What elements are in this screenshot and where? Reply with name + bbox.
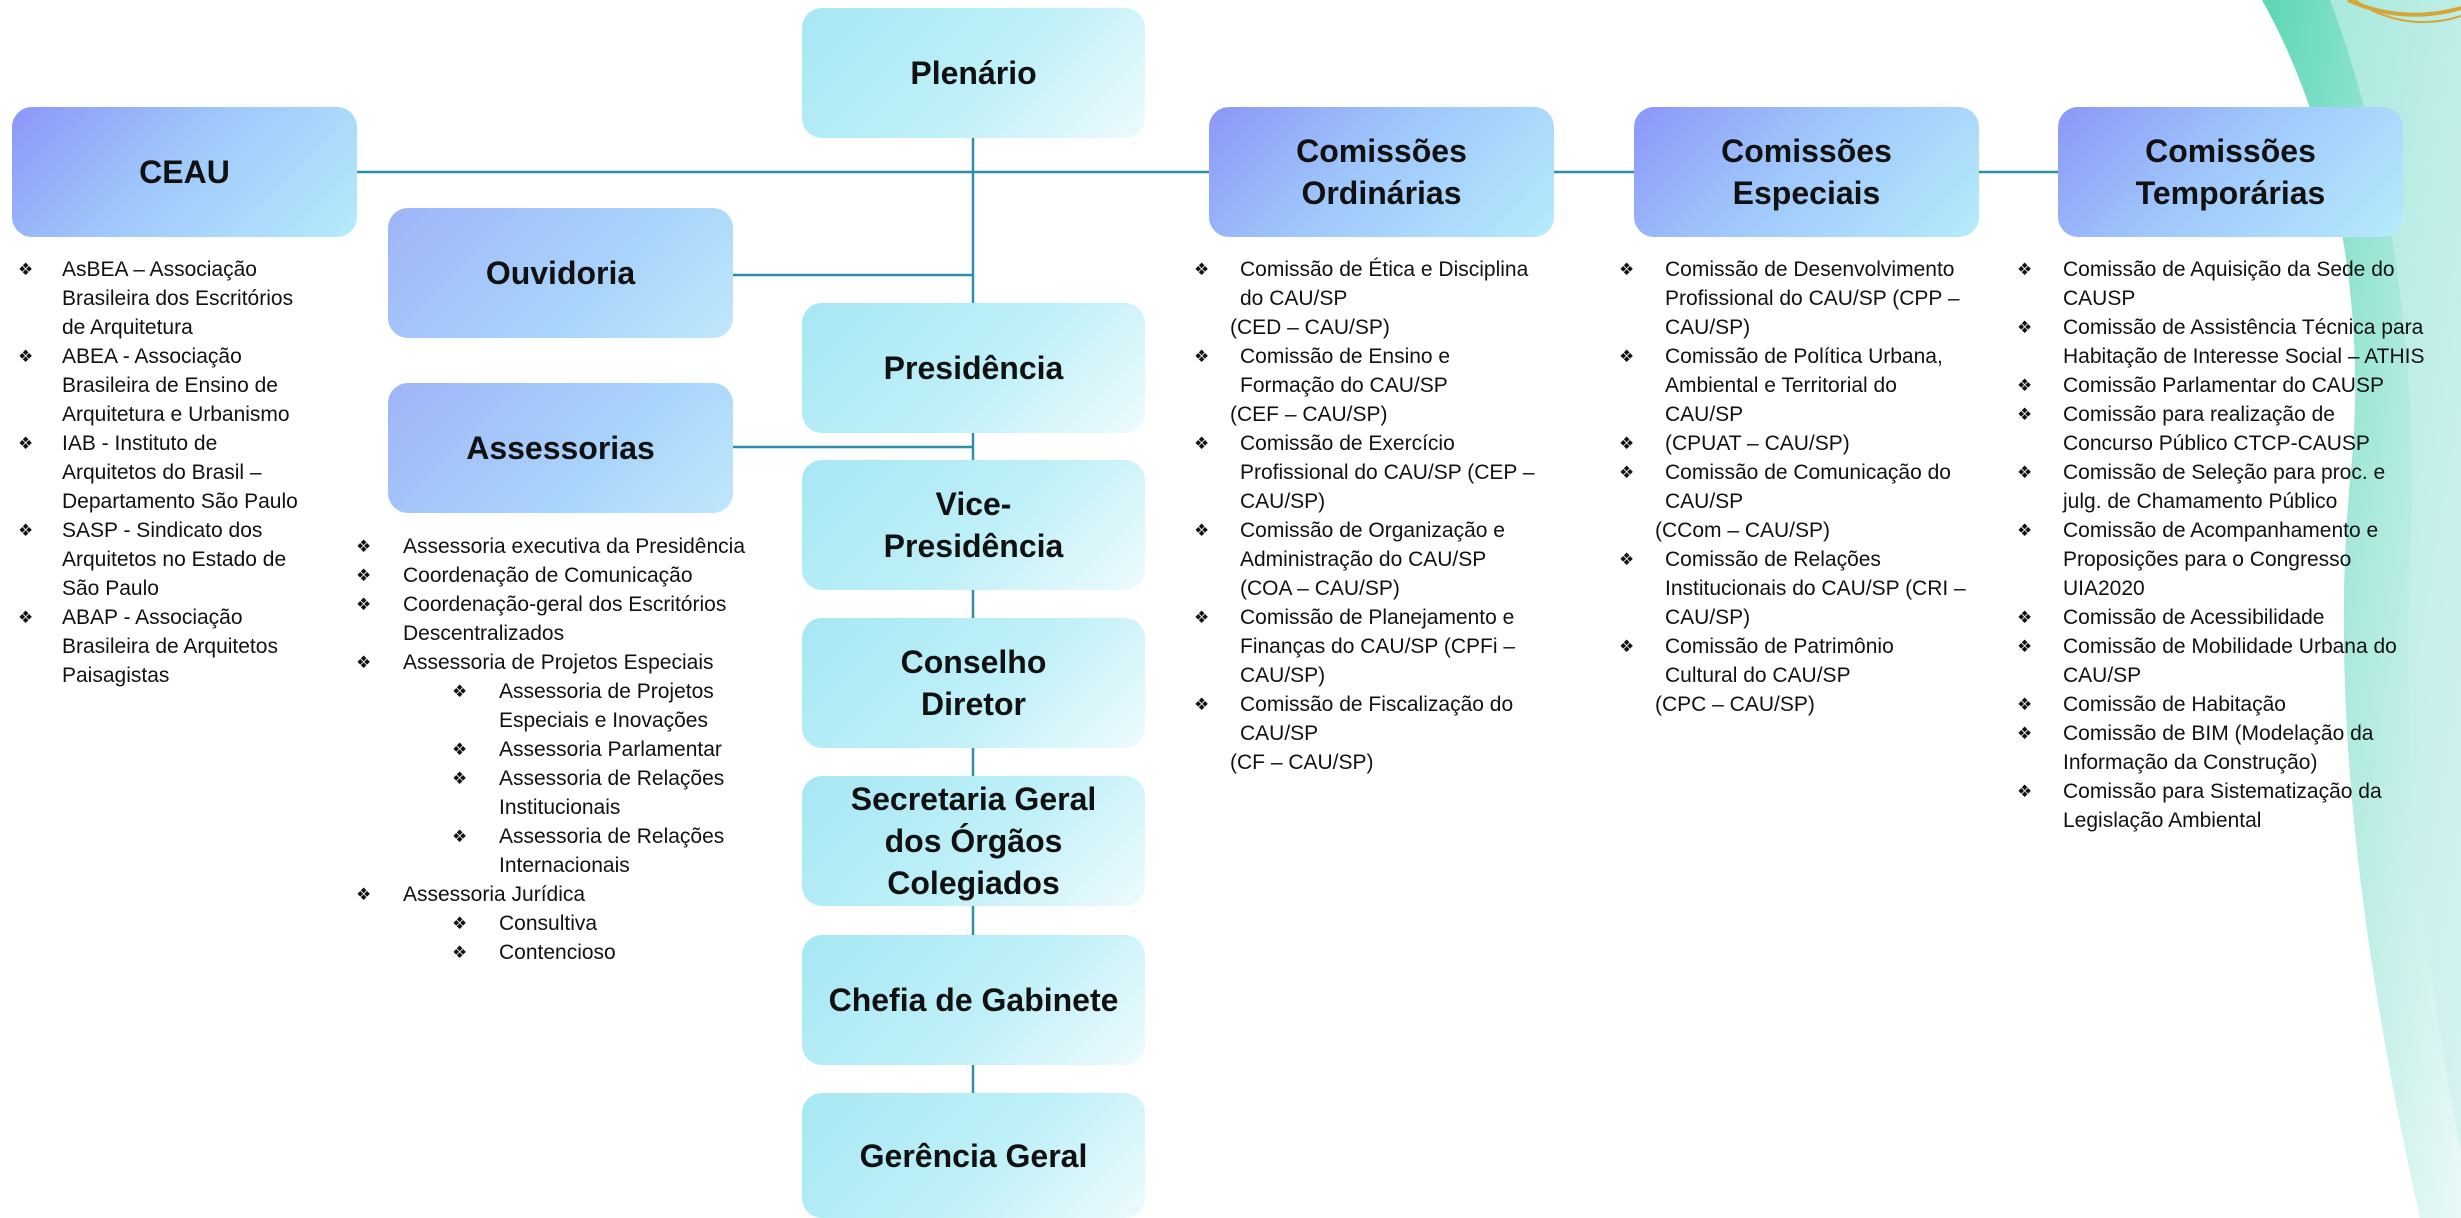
assessorias-box: Assessorias <box>388 383 733 513</box>
list-item: Assessoria Jurídica <box>356 880 796 909</box>
list-item: Comissão de Política Urbana, Ambiental e… <box>1619 342 1979 429</box>
list-item: Assessoria de Projetos Especiais <box>356 648 796 677</box>
list-item: Assessoria de Relações Internacionais <box>356 822 796 880</box>
comissoes-especiais-label-line1: Comissões <box>1721 133 1892 169</box>
list-item: (CED – CAU/SP) <box>1230 316 1390 339</box>
comissoes-ordinarias-label-line2: Ordinárias <box>1301 175 1462 211</box>
list-item: Assessoria de Projetos Especiais e Inova… <box>356 677 796 735</box>
conselho-diretor-label-line2: Diretor <box>921 686 1026 722</box>
list-item: (CPC – CAU/SP) <box>1655 693 1815 716</box>
list-item: SASP - Sindicato dos Arquitetos no Estad… <box>14 516 344 603</box>
plenario-label: Plenário <box>910 55 1037 91</box>
list-item: ABAP - Associação Brasileira de Arquitet… <box>14 603 344 690</box>
ouvidoria-label: Ouvidoria <box>485 255 636 291</box>
list-item: Coordenação de Comunicação <box>356 561 796 590</box>
list-item: (CEF – CAU/SP) <box>1230 403 1388 426</box>
list-item: Comissão de Ensino e Formação do CAU/SP <box>1194 342 1554 400</box>
gerencia-geral-box: Gerência Geral <box>802 1093 1145 1218</box>
list-item: Comissão de Ética e Disciplina do CAU/SP <box>1194 255 1554 313</box>
comissoes-ordinarias-box: Comissões Ordinárias <box>1209 107 1554 237</box>
list-item: (CF – CAU/SP) <box>1230 751 1374 774</box>
vice-presidencia-label-line2: Presidência <box>883 528 1064 564</box>
comissoes-ordinarias-label-line1: Comissões <box>1296 133 1467 169</box>
list-item: Comissão de Relações Institucionais do C… <box>1619 545 1979 632</box>
list-item: Comissão de BIM (Modelação da Informação… <box>2017 719 2447 777</box>
list-item: Assessoria Parlamentar <box>356 735 796 764</box>
assessorias-list: Assessoria executiva da Presidência Coor… <box>356 532 796 967</box>
list-item: Comissão de Aquisição da Sede do CAUSP <box>2017 255 2447 313</box>
comissoes-ordinarias-list: Comissão de Ética e Disciplina do CAU/SP… <box>1194 255 1554 777</box>
comissoes-temporarias-label-line2: Temporárias <box>2135 175 2326 211</box>
presidencia-box: Presidência <box>802 303 1145 433</box>
list-item: Comissão de Acessibilidade <box>2017 603 2447 632</box>
secretaria-geral-label-line1: Secretaria Geral <box>850 781 1097 817</box>
list-item: Comissão de Planejamento e Finanças do C… <box>1194 603 1554 690</box>
comissoes-especiais-list: Comissão de Desenvolvimento Profissional… <box>1619 255 1979 719</box>
list-item: (CCom – CAU/SP) <box>1655 519 1831 542</box>
gerencia-geral-label: Gerência Geral <box>859 1137 1088 1174</box>
list-item: Assessoria executiva da Presidência <box>356 532 796 561</box>
secretaria-geral-box: Secretaria Geral dos Órgãos Colegiados <box>802 776 1145 906</box>
ouvidoria-box: Ouvidoria <box>388 208 733 338</box>
list-item: Consultiva <box>356 909 796 938</box>
list-item: Comissão de Habitação <box>2017 690 2447 719</box>
ceau-members-list: AsBEA – Associação Brasileira dos Escrit… <box>14 255 344 690</box>
list-item: Comissão de Comunicação do CAU/SP <box>1619 458 1979 516</box>
list-item: Comissão de Organização e Administração … <box>1194 516 1554 603</box>
list-item: Comissão de Mobilidade Urbana do CAU/SP <box>2017 632 2447 690</box>
list-item: Comissão de Fiscalização do CAU/SP <box>1194 690 1554 748</box>
assessorias-label: Assessorias <box>466 430 655 466</box>
comissoes-temporarias-label-line1: Comissões <box>2145 133 2316 169</box>
list-item: Contencioso <box>356 938 796 967</box>
ceau-box: CEAU <box>12 107 357 237</box>
comissoes-especiais-label-line2: Especiais <box>1732 175 1881 211</box>
list-item: Comissão de Exercício Profissional do CA… <box>1194 429 1554 516</box>
chefia-gabinete-label: Chefia de Gabinete <box>828 982 1119 1018</box>
comissoes-especiais-box: Comissões Especiais <box>1634 107 1979 237</box>
plenario-box: Plenário <box>802 8 1145 138</box>
list-item: Comissão para Sistematização da Legislaç… <box>2017 777 2447 835</box>
list-item: Coordenação-geral dos Escritórios Descen… <box>356 590 796 648</box>
presidencia-label: Presidência <box>883 350 1064 386</box>
comissoes-temporarias-box: Comissões Temporárias <box>2058 107 2403 237</box>
list-item: Comissão de Seleção para proc. e julg. d… <box>2017 458 2447 516</box>
list-item: Comissão de Assistência Técnica para Hab… <box>2017 313 2447 371</box>
chefia-gabinete-box: Chefia de Gabinete <box>802 935 1145 1065</box>
list-item: Assessoria de Relações Institucionais <box>356 764 796 822</box>
list-item: IAB - Instituto de Arquitetos do Brasil … <box>14 429 344 516</box>
list-item: Comissão de Patrimônio Cultural do CAU/S… <box>1619 632 1979 690</box>
secretaria-geral-label-line2: dos Órgãos <box>884 823 1063 859</box>
list-item: Comissão de Acompanhamento e Proposições… <box>2017 516 2447 603</box>
ceau-label: CEAU <box>139 154 230 190</box>
secretaria-geral-label-line3: Colegiados <box>887 865 1060 901</box>
list-item: Comissão Parlamentar do CAUSP <box>2017 371 2447 400</box>
conselho-diretor-label-line1: Conselho <box>900 644 1047 680</box>
list-item: Comissão para realização de Concurso Púb… <box>2017 400 2447 458</box>
vice-presidencia-box: Vice- Presidência <box>802 460 1145 590</box>
vice-presidencia-label-line1: Vice- <box>935 486 1012 522</box>
conselho-diretor-box: Conselho Diretor <box>802 618 1145 748</box>
list-item: ABEA - Associação Brasileira de Ensino d… <box>14 342 344 429</box>
list-item: Comissão de Desenvolvimento Profissional… <box>1619 255 1979 342</box>
comissoes-temporarias-list: Comissão de Aquisição da Sede do CAUSP C… <box>2017 255 2447 835</box>
list-item: (CPUAT – CAU/SP) <box>1619 429 1979 458</box>
list-item: AsBEA – Associação Brasileira dos Escrit… <box>14 255 344 342</box>
